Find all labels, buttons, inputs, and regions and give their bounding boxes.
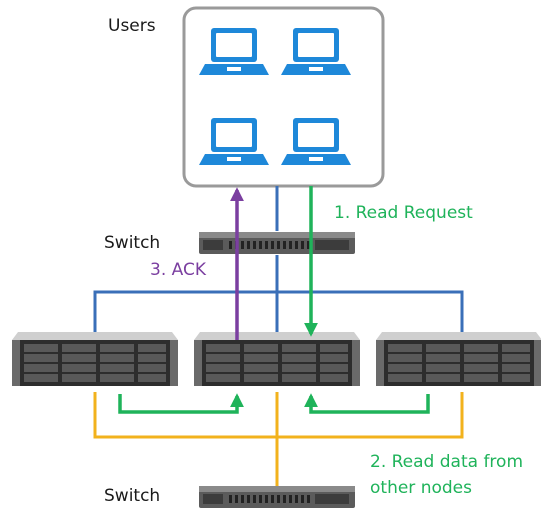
switch-bottom-label: Switch bbox=[104, 486, 161, 506]
read-request-label: 1. Read Request bbox=[334, 203, 473, 223]
storage-server-center bbox=[194, 332, 360, 386]
users-label: Users bbox=[108, 16, 156, 36]
switch-top-device bbox=[199, 232, 355, 254]
backend-network-lines bbox=[93, 392, 464, 488]
read-data-label-line2: other nodes bbox=[370, 478, 472, 498]
read-data-arrow-left bbox=[118, 393, 244, 414]
frontend-network-lines bbox=[93, 186, 464, 335]
switch-bottom-device bbox=[199, 486, 355, 508]
storage-server-left bbox=[12, 332, 178, 386]
read-data-arrow-right bbox=[304, 393, 430, 414]
read-data-label-line1: 2. Read data from bbox=[370, 452, 523, 472]
ack-label: 3. ACK bbox=[150, 260, 206, 280]
storage-server-right bbox=[376, 332, 541, 386]
switch-top-label: Switch bbox=[104, 233, 161, 253]
